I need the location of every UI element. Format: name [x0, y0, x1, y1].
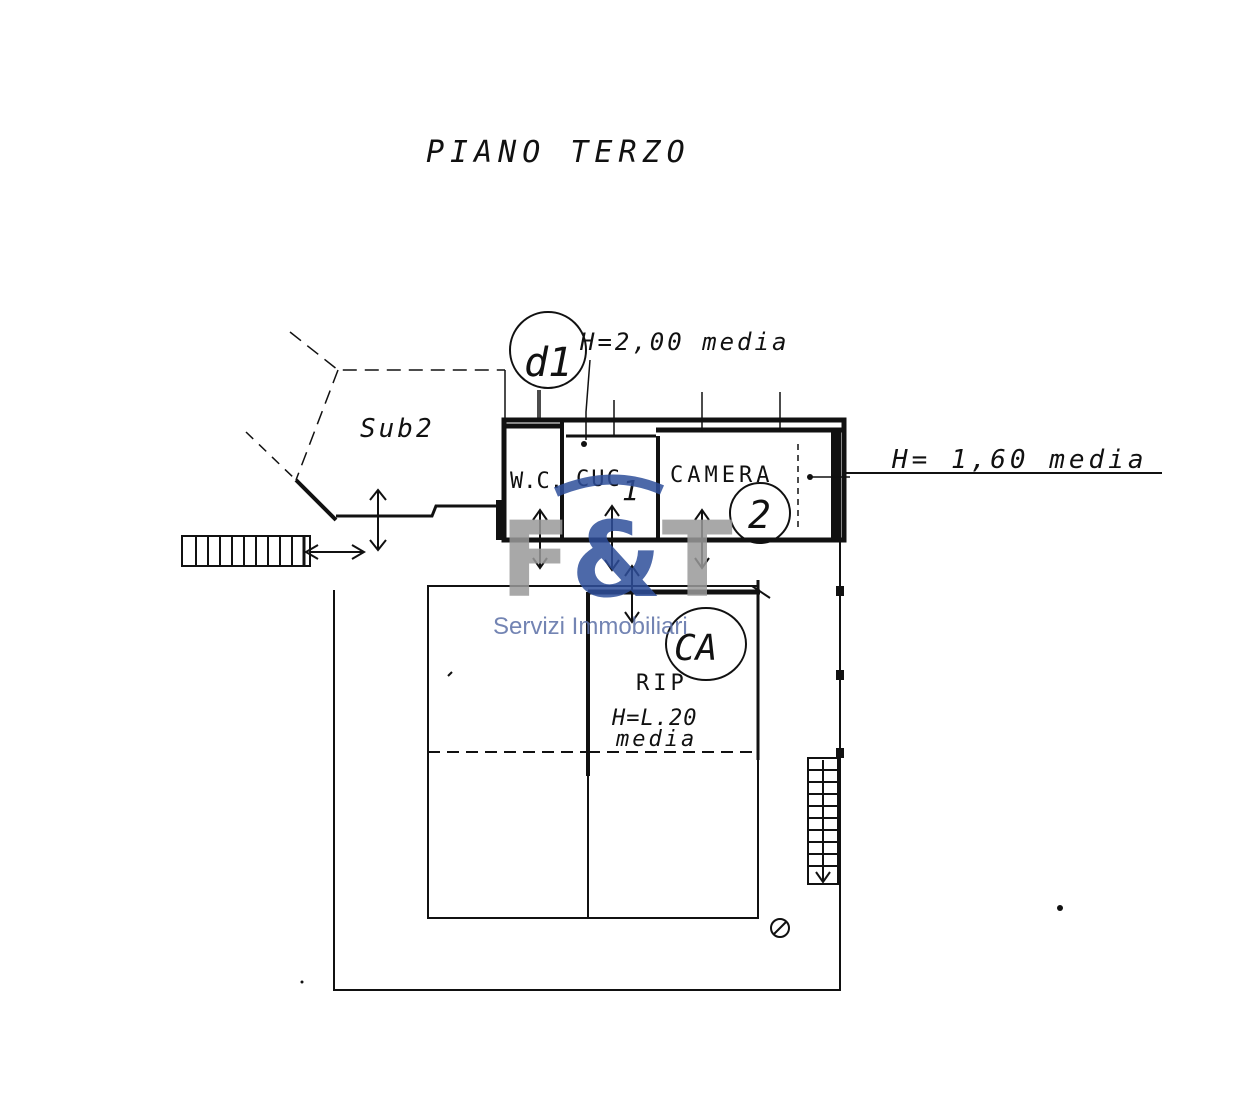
staircase-left [181, 535, 366, 567]
door-swings-apartment [532, 504, 710, 624]
watermark: F&T Servizi Immobiliari [493, 474, 733, 640]
watermark-tagline: Servizi Immobiliari [493, 613, 688, 640]
storage-height-1: H=L.20 [611, 706, 697, 731]
room-label: CAMERA [670, 463, 773, 488]
watermark-roof-icon [554, 474, 665, 497]
svg-text:2: 2 [748, 493, 771, 537]
sub2-area: Sub2 [245, 331, 506, 522]
drain-symbol [770, 918, 790, 938]
storage-height-2: media [615, 727, 697, 752]
marker-circle-2: 2 [729, 482, 791, 544]
wc-label: W.C. [510, 469, 563, 494]
watermark-logo: F&T [500, 499, 733, 621]
sub2-label: Sub2 [360, 414, 435, 444]
storage-label: RIP [636, 671, 688, 696]
svg-text:CA: CA [674, 628, 717, 669]
storage-room: RIP H=L.20 media [586, 580, 771, 776]
marker-circle-d1: d1 [509, 311, 591, 420]
height-label-right: H= 1,60 media [891, 445, 1148, 475]
marker-circle-ca: CA [665, 607, 747, 681]
apartment-block [501, 390, 850, 543]
svg-text:d1: d1 [524, 340, 572, 386]
plan-title: PIANO TERZO [426, 135, 691, 170]
dot-mark [1057, 905, 1063, 911]
outer-boundary [300, 540, 844, 991]
door-swing-sub2 [369, 488, 387, 552]
height-label-top: H=2,00 media [579, 328, 789, 356]
staircase-right [807, 757, 839, 885]
lower-area [427, 585, 759, 919]
